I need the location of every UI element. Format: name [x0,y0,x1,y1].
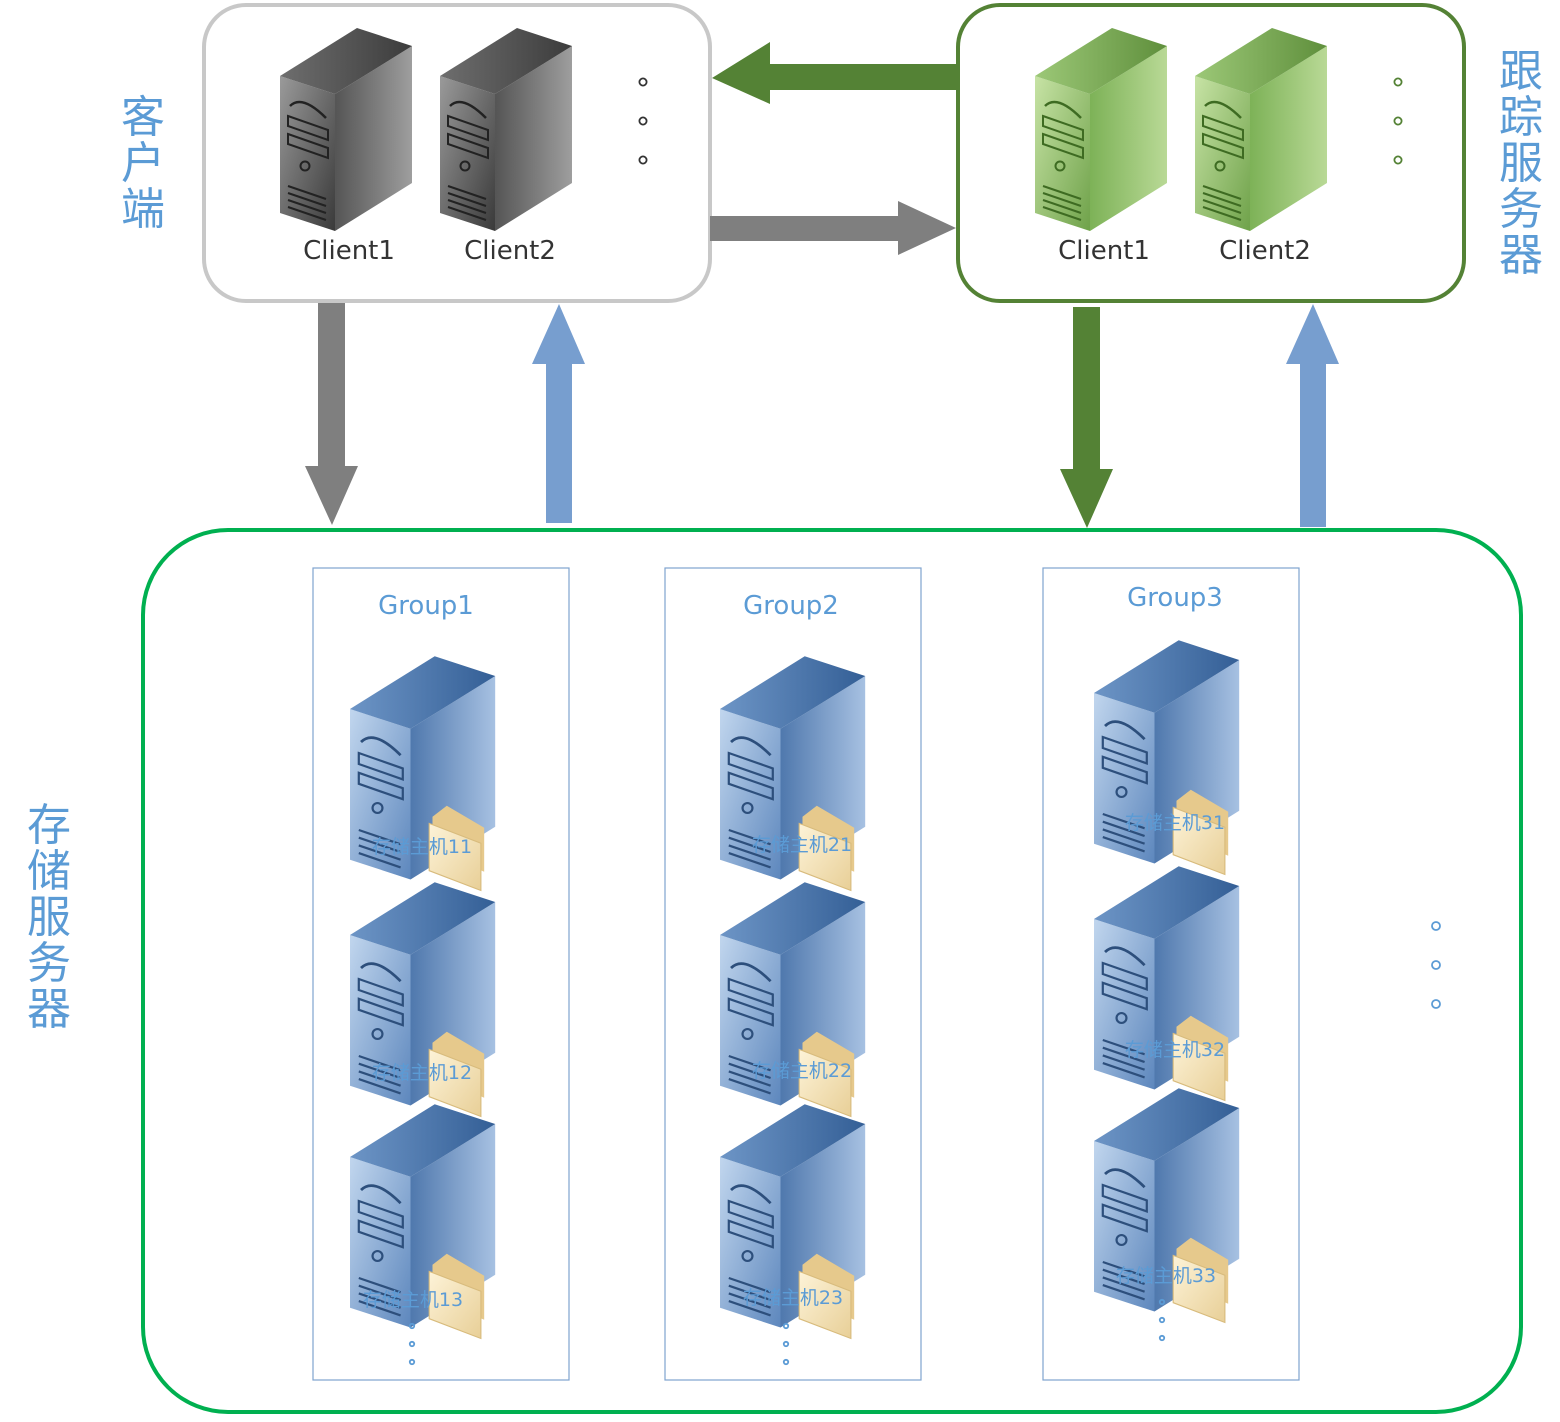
ellipsis-dot [782,1340,790,1348]
ellipsis-dot [1431,921,1441,931]
group-column-2 [664,567,922,1381]
ellipsis-dot [782,1322,790,1330]
host-label-12: 存储主机12 [372,1062,472,1084]
ellipsis-dot [782,1358,790,1366]
ellipsis-dot [1393,116,1403,126]
storage-host-icon-32 [1094,866,1240,1102]
ellipsis-dot [1431,960,1441,970]
storage-host-icon-31 [1094,640,1240,876]
tracker-server-icon-2 [1195,28,1327,231]
folder-icon [798,1253,855,1340]
tracker-to-client-arrow [712,42,958,104]
tracker-to-storage-arrow [1060,307,1113,528]
group3-more-ellipsis [1158,1298,1166,1342]
ellipsis-dot [638,77,648,87]
storage-more-groups-ellipsis [1431,921,1441,1009]
group-column-1 [312,567,570,1381]
host-label-13: 存储主机13 [363,1289,463,1311]
tracker-more-ellipsis [1393,77,1403,165]
client-side-label: 客户端 [121,92,165,235]
storage-host-icon-13 [350,1104,496,1340]
storage-host-icon-11 [350,656,496,892]
host-label-21: 存储主机21 [752,834,852,856]
folder-icon [1172,1237,1229,1324]
client-to-storage-arrow [305,303,358,525]
storage-to-client-arrow [532,304,585,523]
client-server-icon-2 [440,28,572,231]
tracker-server-label-1: Client1 [1058,236,1150,266]
group-title-3: Group3 [1127,583,1223,613]
ellipsis-dot [1431,999,1441,1009]
tracker-server-label-2: Client2 [1219,236,1311,266]
folder-icon [428,805,485,892]
storage-host-icon-23 [720,1104,866,1340]
tracker-server-icon-1 [1035,28,1167,231]
storage-side-label-text: 存储服务器 [27,800,71,1035]
client-more-ellipsis [638,77,648,165]
storage-host-icon-22 [720,882,866,1118]
ellipsis-dot [1393,155,1403,165]
host-label-31: 存储主机31 [1125,812,1225,834]
storage-host-icon-21 [720,656,866,892]
group-title-1: Group1 [378,591,474,621]
ellipsis-dot [408,1340,416,1348]
tracker-side-label: 跟踪服务器 [1499,46,1543,281]
group-column-3 [1042,567,1300,1381]
folder-icon [1172,1015,1229,1102]
client-side-label-text: 客户端 [121,92,165,235]
client-server-label-2: Client2 [464,236,556,266]
host-label-23: 存储主机23 [743,1287,843,1309]
storage-host-icon-12 [350,882,496,1118]
ellipsis-dot [1393,77,1403,87]
group-title-2: Group2 [743,591,839,621]
host-label-22: 存储主机22 [752,1060,852,1082]
client-to-tracker-arrow [710,201,956,255]
group1-more-ellipsis [408,1322,416,1366]
storage-host-icon-33 [1094,1088,1240,1324]
folder-icon [428,1253,485,1340]
ellipsis-dot [1158,1298,1166,1306]
folder-icon [1172,789,1229,876]
tracker-side-label-text: 跟踪服务器 [1499,46,1543,281]
host-label-32: 存储主机32 [1125,1039,1225,1061]
folder-icon [798,1031,855,1118]
folder-icon [798,805,855,892]
folder-icon [428,1031,485,1118]
storage-side-label: 存储服务器 [27,800,71,1035]
client-server-icon-1 [280,28,412,231]
storage-to-tracker-arrow [1286,304,1339,527]
host-label-33: 存储主机33 [1116,1265,1216,1287]
ellipsis-dot [408,1358,416,1366]
ellipsis-dot [408,1322,416,1330]
host-label-11: 存储主机11 [372,836,472,858]
client-server-label-1: Client1 [303,236,395,266]
group2-more-ellipsis [782,1322,790,1366]
ellipsis-dot [1158,1334,1166,1342]
ellipsis-dot [638,116,648,126]
ellipsis-dot [638,155,648,165]
ellipsis-dot [1158,1316,1166,1324]
